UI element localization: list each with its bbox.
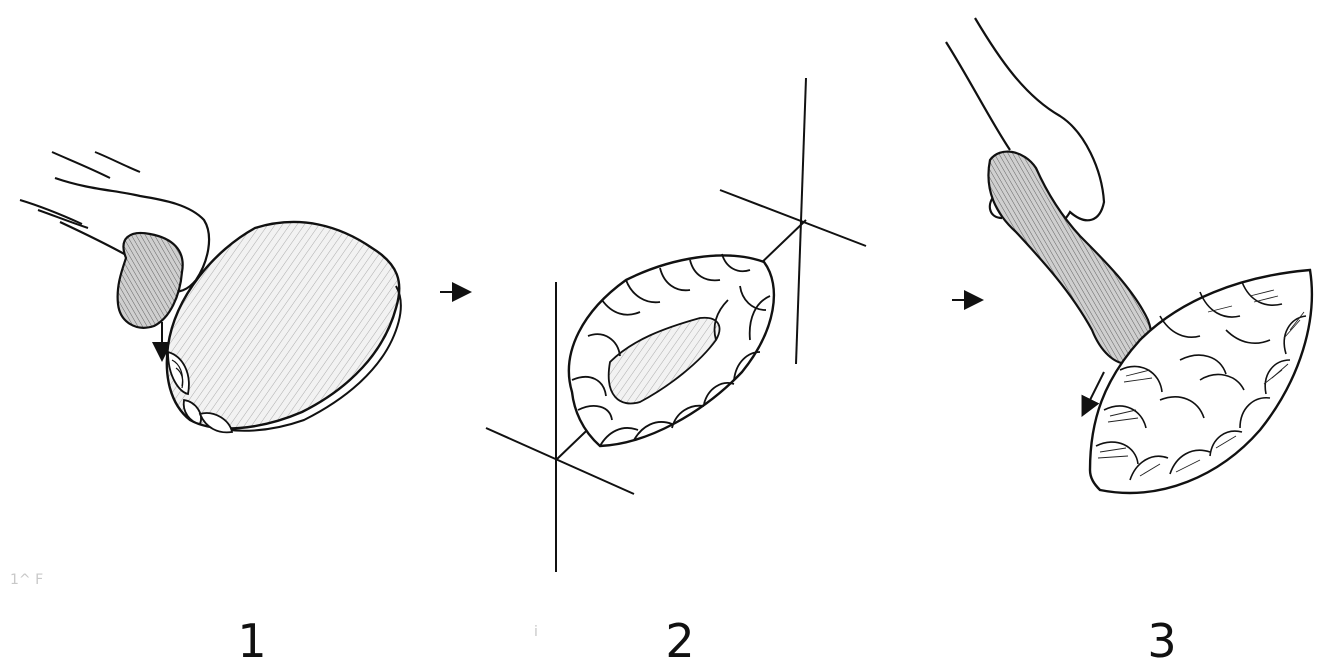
cobble-icon [167, 222, 401, 432]
step-2-illustration: i [486, 78, 866, 640]
biface-icon [569, 254, 774, 446]
motion-lines [20, 152, 140, 228]
step-number-3: 3 [1132, 618, 1192, 664]
margin-mark: i [534, 624, 538, 640]
step-3-illustration [946, 18, 1312, 493]
margin-mark: 1^ F [10, 572, 43, 588]
step-number-1: 1 [222, 618, 282, 664]
step-number-2: 2 [650, 618, 710, 664]
step-1-illustration: 1^ F [10, 152, 401, 588]
hammerstone-icon [118, 233, 183, 328]
billet-icon [988, 152, 1151, 365]
